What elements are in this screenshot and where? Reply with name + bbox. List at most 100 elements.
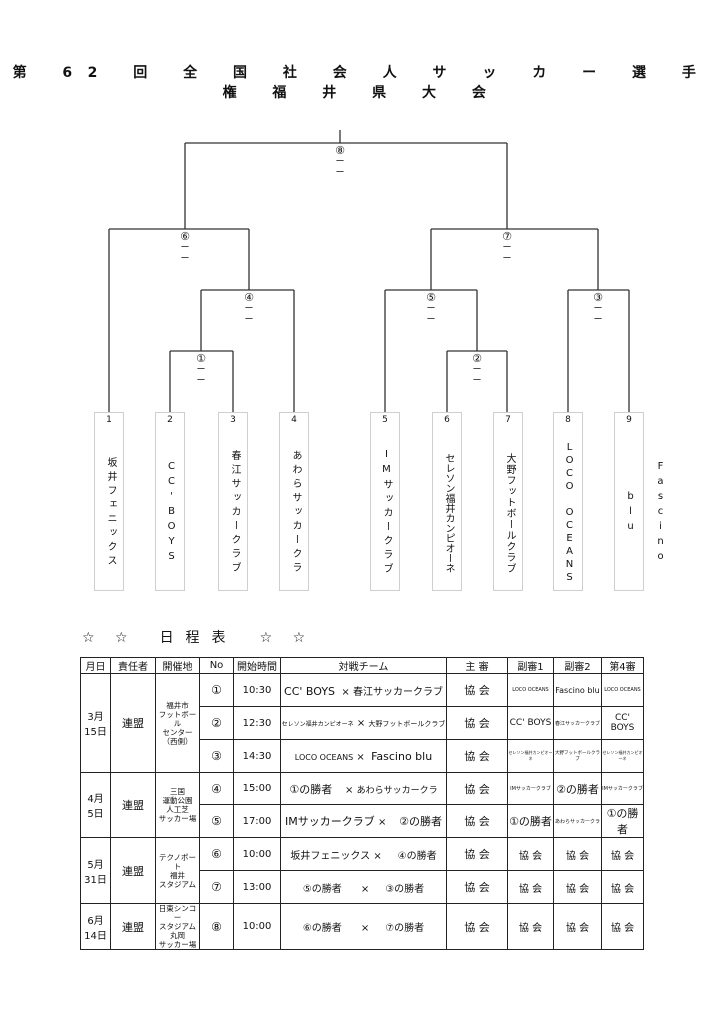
match-label-4: ④ ー ー	[234, 292, 264, 326]
table-row: ③ 14:30 LOCO OCEANS × Fascino blu 協 会 セレ…	[81, 739, 644, 773]
team-number: 9	[626, 415, 632, 425]
venue-line: （西側）	[162, 736, 193, 746]
team-number: 6	[444, 415, 450, 425]
date-day: 15日	[84, 727, 107, 738]
table-row: ② 12:30 セレソン福井カンピオーネ × 大野フットボールクラブ 協 会 C…	[81, 706, 644, 740]
assistant-referee-1: 協 会	[507, 870, 554, 904]
score-bottom: ー	[244, 315, 254, 325]
matchup: CC' BOYS × 春江サッカークラブ	[280, 673, 447, 707]
score-bottom: ー	[196, 376, 206, 386]
team2: Fascino blu	[371, 749, 433, 763]
team2: あわらサッカークラ	[356, 785, 438, 796]
star-icon: ☆ ☆	[259, 630, 314, 646]
score-bottom: ー	[593, 315, 603, 325]
venue-line: 日東シンコー	[158, 904, 197, 922]
team2: ⑦の勝者	[385, 923, 425, 934]
team-number: 8	[565, 415, 571, 425]
manager-cell: 連盟	[110, 772, 156, 838]
matchup: ①の勝者 × あわらサッカークラ	[280, 772, 447, 805]
team-number: 3	[230, 415, 236, 425]
score-top: ー	[196, 365, 206, 375]
match-no: ④	[199, 772, 234, 805]
referee: 協 会	[446, 837, 508, 871]
match-no: ②	[199, 706, 234, 740]
venue-line: センター	[162, 727, 193, 737]
venue-line: テクノポート	[158, 852, 197, 871]
column-header: 開始時間	[233, 657, 281, 674]
team-number: 4	[291, 415, 297, 425]
score-top: ー	[244, 304, 254, 314]
assistant-referee-2: 大野フットボールクラブ	[553, 739, 602, 773]
column-header: 対戦チーム	[280, 657, 447, 674]
team-name: 春江サッカークラブ	[229, 450, 240, 576]
fourth-official: 協 会	[601, 870, 644, 904]
match-label-2: ② ー ー	[462, 353, 492, 387]
column-header: 月日	[80, 657, 111, 674]
venue-line: フットボール	[158, 709, 197, 728]
column-header: 副審1	[507, 657, 554, 674]
start-time: 12:30	[233, 706, 281, 740]
referee: 協 会	[446, 903, 508, 950]
team1: ⑤の勝者	[302, 883, 342, 895]
referee: 協 会	[446, 739, 508, 773]
team2: 大野フットボールクラブ	[368, 719, 446, 728]
team1: ⑥の勝者	[302, 923, 342, 934]
match-no: ①	[199, 673, 234, 707]
score-top: ー	[593, 304, 603, 314]
assistant-referee-2: 春江サッカークラブ	[553, 706, 602, 740]
team-number: 5	[382, 415, 388, 425]
vs-mark: ×	[356, 751, 365, 763]
fourth-official: CC' BOYS	[601, 706, 644, 740]
vs-mark: ×	[373, 850, 382, 862]
schedule-title: 日程表	[159, 630, 238, 646]
score-top: ー	[502, 243, 512, 253]
matchup: ⑥の勝者 × ⑦の勝者	[280, 903, 447, 950]
score-bottom: ー	[335, 168, 345, 178]
match-label-6: ⑥ ー ー	[170, 231, 200, 265]
column-header: 第4審	[601, 657, 644, 674]
match-no: ③	[199, 739, 234, 773]
schedule-heading: ☆ ☆日程表☆ ☆	[82, 627, 313, 647]
fourth-official: 協 会	[601, 837, 644, 871]
assistant-referee-1: ①の勝者	[507, 804, 554, 838]
date-month: 3月	[87, 712, 104, 723]
referee: 協 会	[446, 870, 508, 904]
team2: 春江サッカークラブ	[352, 686, 443, 698]
match-number: ⑤	[426, 291, 436, 304]
vs-mark: ×	[345, 784, 354, 796]
assistant-referee-2: あわらサッカークラ	[553, 804, 602, 838]
venue-cell: テクノポート福井スタジアム	[155, 837, 200, 904]
fourth-official: セレソン福井カンピオーネ	[601, 739, 644, 773]
team-box-4: 4 あわらサッカークラ	[279, 412, 309, 591]
column-header: 主 審	[446, 657, 508, 674]
score-bottom: ー	[426, 315, 436, 325]
match-label-8: ⑧ ー ー	[325, 145, 355, 179]
team-name: 大野フットボールクラブ	[504, 452, 515, 574]
table-row: ⑦ 13:00 ⑤の勝者 × ③の勝者 協 会 協 会 協 会 協 会	[81, 870, 644, 904]
team1: セレソン福井カンピオーネ	[281, 720, 354, 728]
team-name: 坂井フェニックス	[105, 457, 116, 569]
assistant-referee-2: Fascino blu	[553, 673, 602, 707]
score-top: ー	[180, 243, 190, 253]
tournament-bracket	[108, 130, 630, 412]
match-label-3: ③ ー ー	[583, 292, 613, 326]
team-box-5: 5 IMサッカークラブ	[370, 412, 400, 591]
assistant-referee-1: 協 会	[507, 903, 554, 950]
referee: 協 会	[446, 804, 508, 838]
team-box-6: 6 セレソン福井カンピオーネ	[432, 412, 462, 591]
assistant-referee-1: 協 会	[507, 837, 554, 871]
vs-mark: ×	[377, 817, 387, 828]
matchup: セレソン福井カンピオーネ × 大野フットボールクラブ	[280, 706, 447, 740]
page-title: 第 62 回 全 国 社 会 人 サ ッ カ ー 選 手 権 福 井 県 大 会	[12, 65, 712, 101]
fourth-official: IMサッカークラブ	[601, 772, 644, 805]
team1: LOCO OCEANS	[294, 752, 354, 762]
table-header-row: 月日 責任者 開催地 No 開始時間 対戦チーム 主 審 副審1 副審2 第4審	[80, 657, 644, 674]
referee: 協 会	[446, 772, 508, 805]
team-name: IMサッカークラブ	[381, 449, 392, 577]
venue-line: 運動公園	[162, 796, 193, 805]
